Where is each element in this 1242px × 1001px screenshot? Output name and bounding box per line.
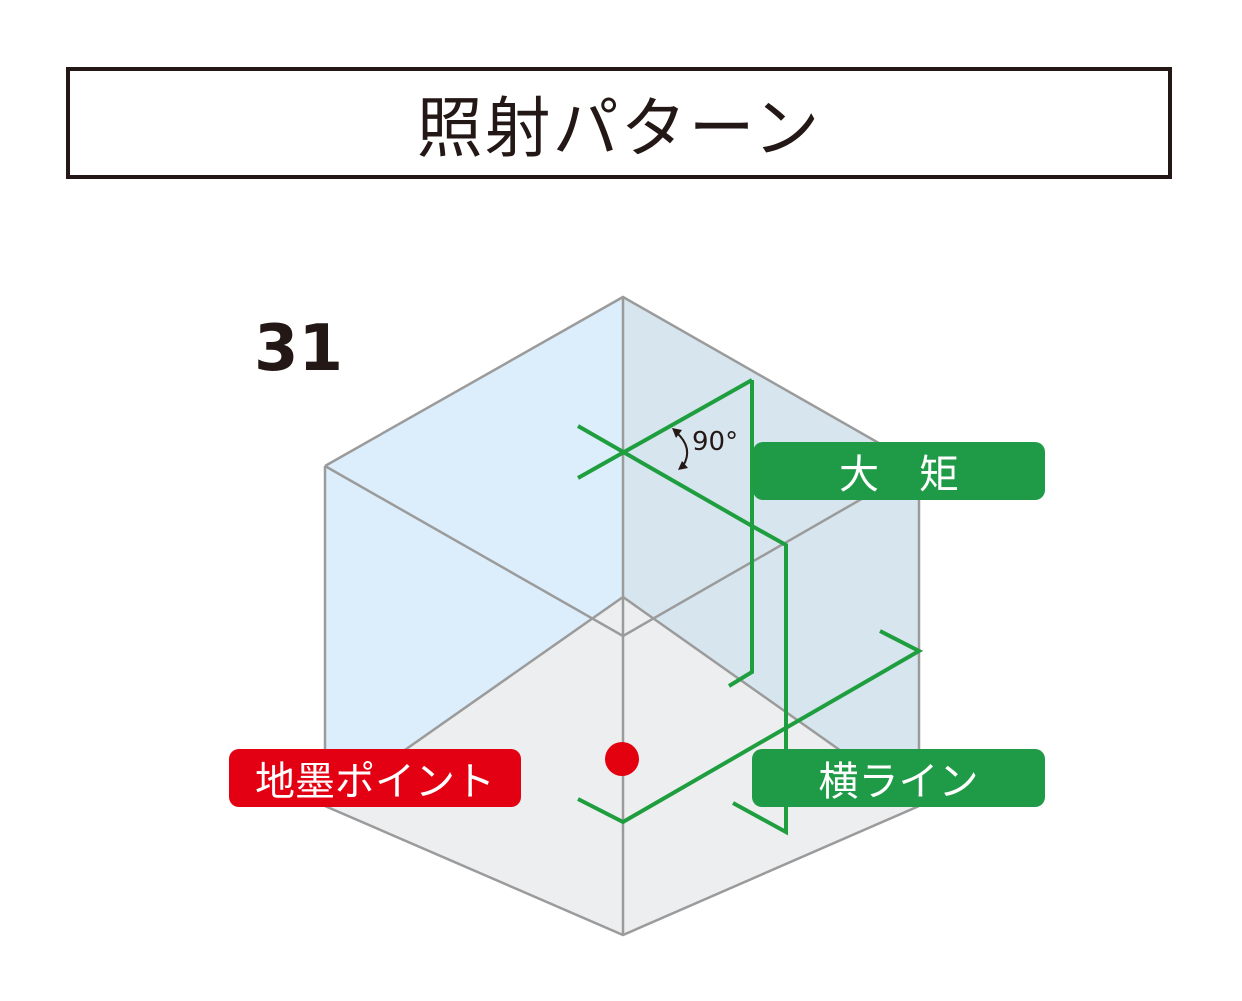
laser-lines [577, 378, 924, 836]
arrow-up-icon [672, 428, 682, 438]
angle-indicator: 90° [672, 427, 738, 470]
label-horizontal-line: 横ライン [752, 749, 1045, 807]
angle-label: 90° [692, 427, 738, 457]
ground-point-dot [605, 742, 639, 776]
laser-cross-a [577, 424, 753, 528]
label-vertical-lines: 大 矩 [753, 442, 1045, 500]
model-number: 31 [254, 312, 344, 386]
label-ground-point: 地墨ポイント [229, 749, 521, 807]
vertical-laser-1 [727, 380, 754, 688]
vertical-laser-2 [732, 524, 788, 836]
angle-arc [675, 431, 689, 467]
laser-cross-b [577, 378, 753, 480]
label-ground-point-text: 地墨ポイント [255, 759, 495, 805]
label-horizontal-line-text: 横ライン [818, 759, 979, 805]
title-box: 照射パターン [66, 67, 1172, 179]
label-vertical-lines-text: 大 矩 [839, 452, 959, 498]
horizontal-laser [577, 629, 924, 825]
page-title: 照射パターン [416, 90, 822, 167]
arrow-down-icon [678, 461, 688, 470]
